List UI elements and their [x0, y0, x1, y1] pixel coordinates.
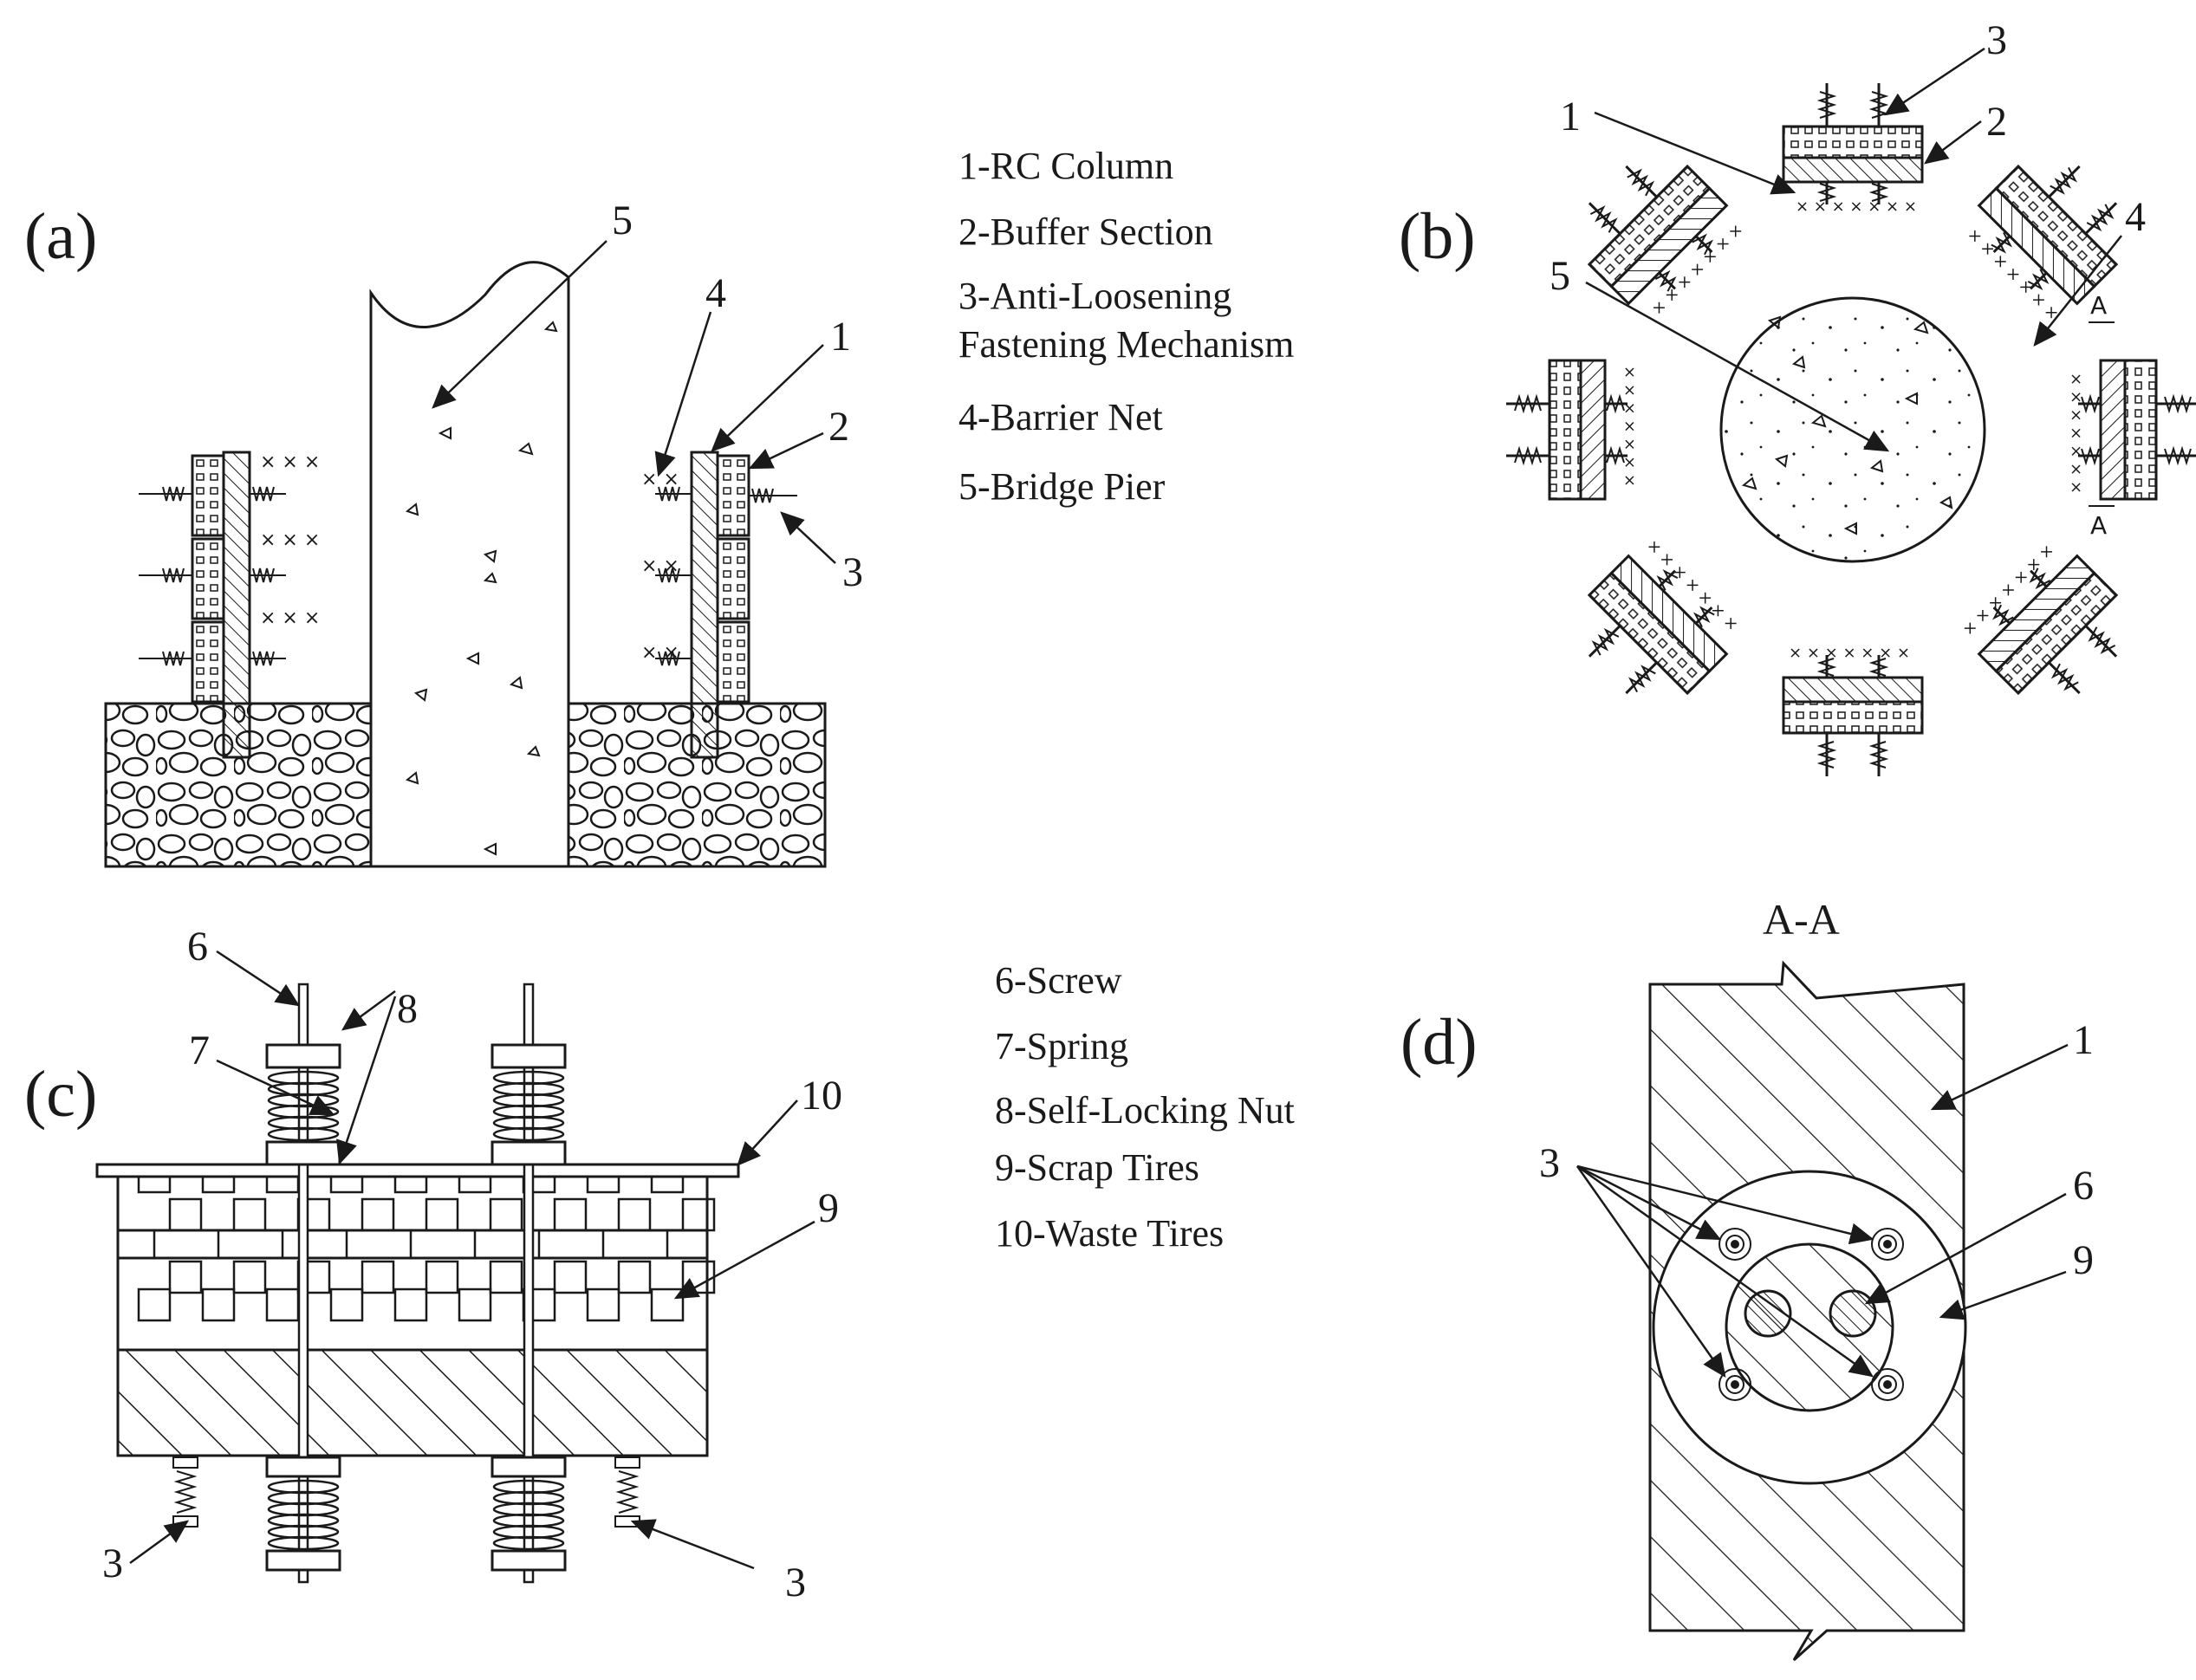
- anti-loosening-fasteners: [172, 1456, 640, 1528]
- callout-c-3-right: 3: [785, 1560, 806, 1605]
- callout-a-5: 5: [612, 198, 633, 243]
- barrier-net-mark: × × × × × × ×: [1796, 198, 1917, 216]
- legend-item-8: 8-Self-Locking Nut: [995, 1089, 1295, 1132]
- panel-c-label: (c): [24, 1058, 97, 1131]
- buffer-sections-right: [716, 454, 750, 704]
- panel-a-label: (a): [24, 200, 97, 273]
- pier-section: [1719, 296, 1986, 563]
- section-marker-bottom: A: [2090, 511, 2107, 540]
- callout-c-3-left: 3: [102, 1541, 123, 1586]
- callout-c-10: 10: [801, 1073, 842, 1119]
- column-unit: × × × × × × ×: [1506, 359, 1639, 501]
- panel-d-label: (d): [1400, 1006, 1478, 1079]
- barrier-net-mark: × × × × × × ×: [1789, 644, 1910, 662]
- callout-c-8: 8: [397, 986, 418, 1032]
- callout-a-2: 2: [828, 404, 849, 450]
- bridge-pier: [369, 261, 570, 868]
- panel-a: (a) × × × × × ×: [24, 198, 863, 868]
- fastener-bolts: [1718, 1228, 1904, 1401]
- legend-item-7: 7-Spring: [995, 1025, 1128, 1067]
- legend-item-3b: Fastening Mechanism: [958, 323, 1294, 366]
- pier-triangles: [405, 321, 558, 856]
- barrier-net-right-3: × ×: [641, 642, 679, 664]
- barrier-net-left-3: × × ×: [260, 607, 320, 629]
- legend-item-10: 10-Waste Tires: [995, 1212, 1224, 1255]
- panel-c: (c) 6 8 7 10 9: [24, 924, 842, 1605]
- column-unit: × × × × × × ×: [1959, 541, 2119, 696]
- column-unit: × × × × × × ×: [1782, 83, 1924, 216]
- leaders-b: [1585, 47, 2122, 452]
- callout-d-6: 6: [2073, 1163, 2094, 1209]
- column-unit: × × × × × × ×: [1782, 644, 1924, 776]
- callout-d-1: 1: [2073, 1017, 2094, 1063]
- panel-b-label: (b): [1399, 200, 1476, 273]
- leaders-d: [1576, 1043, 2069, 1378]
- callout-b-3: 3: [1986, 17, 2007, 63]
- callout-d-3: 3: [1539, 1140, 1560, 1186]
- pier-section-triangles: [1741, 315, 1953, 535]
- section-marker-a: [2089, 321, 2115, 507]
- waste-tire-plate: [95, 1163, 740, 1178]
- barrier-net-right-2: × ×: [641, 555, 679, 577]
- column-unit: × × × × × × ×: [1587, 535, 1742, 696]
- callout-b-1: 1: [1560, 94, 1581, 139]
- legend-item-2: 2-Buffer Section: [958, 211, 1213, 253]
- section-marker-top: A: [2090, 291, 2107, 320]
- legend-item-1: 1-RC Column: [958, 145, 1173, 187]
- legend-top: 1-RC Column 2-Buffer Section 3-Anti-Loos…: [958, 145, 1294, 508]
- screw-assembly: [491, 983, 567, 1584]
- scrap-tire-bricks: [118, 1175, 716, 1322]
- fasteners-right: [655, 486, 797, 666]
- barrier-net-left-2: × × ×: [260, 529, 320, 551]
- screw-left: [1744, 1289, 1792, 1338]
- legend-bottom: 6-Screw 7-Spring 8-Self-Locking Nut 9-Sc…: [995, 959, 1295, 1255]
- legend-item-3: 3-Anti-Loosening: [958, 275, 1231, 317]
- screw-right: [1829, 1289, 1877, 1338]
- barrier-net-left: × × ×: [260, 451, 320, 473]
- callout-c-9: 9: [818, 1185, 839, 1231]
- callout-c-6: 6: [187, 924, 208, 970]
- panel-b: (b) × × × × × × × × × × × × × × × × × × × …: [1399, 17, 2196, 776]
- panel-d: (d) A-A 1 3 6 9: [1400, 895, 2094, 1662]
- legend-item-6: 6-Screw: [995, 959, 1122, 1002]
- buffer-sections-left: [191, 454, 225, 704]
- callout-d-9: 9: [2073, 1237, 2094, 1283]
- callout-b-2: 2: [1986, 99, 2007, 145]
- legend-item-9: 9-Scrap Tires: [995, 1146, 1199, 1189]
- callout-a-1: 1: [830, 314, 851, 360]
- callout-b-4: 4: [2125, 194, 2146, 240]
- rc-column-block: [116, 1348, 709, 1457]
- column-unit: × × × × × × ×: [1964, 164, 2119, 324]
- callout-b-5: 5: [1550, 253, 1570, 299]
- callout-a-4: 4: [705, 270, 726, 316]
- legend-item-4: 4-Barrier Net: [958, 396, 1163, 438]
- barrier-net-mark: × × × × × × ×: [1621, 366, 1639, 487]
- callout-c-7: 7: [189, 1028, 210, 1074]
- legend-item-5: 5-Bridge Pier: [958, 465, 1166, 508]
- fasteners-left: [139, 486, 286, 666]
- leaders-c: [129, 950, 815, 1570]
- leaders-a: [432, 240, 836, 564]
- column-unit: × × × × × × ×: [2067, 359, 2196, 501]
- rc-column-left: [222, 451, 251, 759]
- section-title: A-A: [1763, 895, 1840, 944]
- callout-a-3: 3: [842, 549, 863, 595]
- barrier-net-mark: × × × × × × ×: [2067, 373, 2085, 494]
- rc-column-right: [690, 451, 719, 759]
